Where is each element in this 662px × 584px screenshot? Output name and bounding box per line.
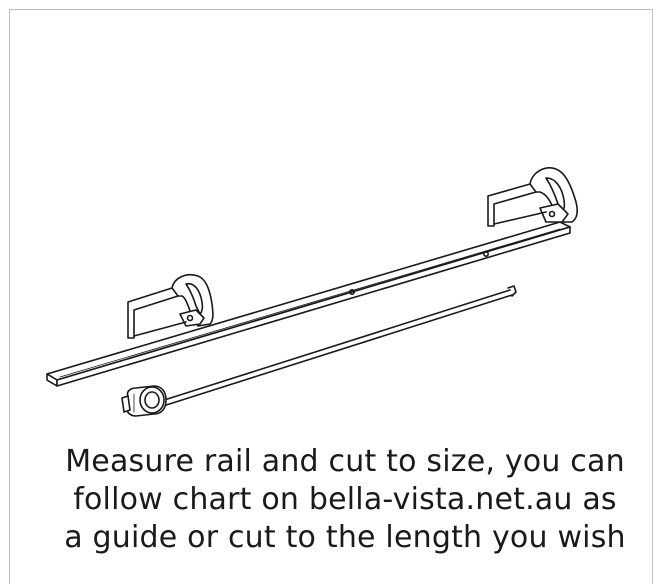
instruction-line-3: a guide or cut to the length you wish [64, 520, 626, 555]
rail-cutting-illustration [46, 167, 578, 417]
tape-measure-icon [121, 385, 167, 417]
panel-frame [9, 9, 653, 584]
tape-blade [157, 285, 517, 408]
instruction-line-1: Measure rail and cut to size, you can [65, 444, 625, 479]
instruction-caption: Measure rail and cut to size, you can fo… [40, 443, 650, 557]
rail-icon [46, 221, 571, 387]
hacksaw-icon [487, 167, 578, 227]
hacksaw-icon [127, 273, 214, 339]
instruction-line-2: follow chart on bella-vista.net.au as [73, 482, 617, 517]
